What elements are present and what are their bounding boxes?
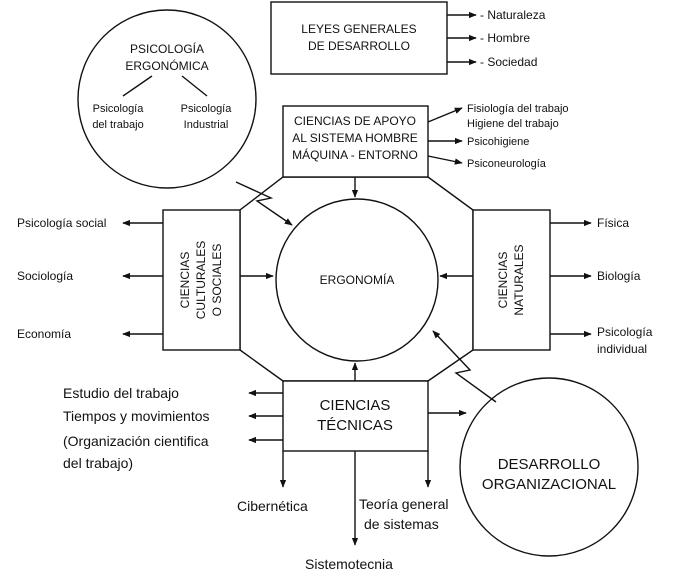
culturales-item-economia: Economía — [17, 327, 71, 341]
tecnicas-item-organizacion: (Organización cientifica — [63, 433, 209, 449]
leyes-item-hombre: - Hombre — [480, 31, 530, 45]
culturales-item-psicologia-social: Psicología social — [17, 216, 106, 230]
tecnicas-item-de-sistemas: de sistemas — [364, 516, 439, 532]
psico-left-line2: del trabajo — [92, 119, 143, 131]
ciencias-apoyo-box — [282, 105, 429, 178]
psico-left-line1: Psicología — [93, 103, 145, 115]
tecnicas-item-sistemotecnia: Sistemotecnia — [305, 556, 393, 572]
naturales-item-biologia: Biología — [597, 269, 641, 283]
ergonomia-circle — [275, 198, 439, 362]
ciencias-tecnicas-group: CIENCIAS TÉCNICAS Estudio del trabajo Ti… — [63, 380, 467, 572]
tecnicas-line1: CIENCIAS — [320, 397, 391, 414]
leyes-item-sociedad: - Sociedad — [480, 55, 537, 69]
ergonomia-group: ERGONOMÍA — [275, 198, 439, 362]
naturales-item-individual: individual — [597, 342, 647, 356]
psico-title-line2: ERGONÓMICA — [125, 58, 208, 73]
ciencias-culturales-box — [162, 209, 241, 351]
apoyo-item-fisiologia: Fisiología del trabajo — [467, 103, 569, 115]
apoyo-item-psiconeurologia: Psiconeurología — [467, 158, 547, 170]
ciencias-tecnicas-box — [282, 380, 429, 452]
culturales-line3: O SOCIALES — [210, 244, 224, 317]
culturales-line2: CULTURALES — [194, 241, 208, 319]
culturales-item-sociologia: Sociología — [17, 269, 73, 283]
ciencias-naturales-box — [472, 209, 551, 351]
apoyo-title-line1: CIENCIAS DE APOYO — [294, 114, 416, 128]
psico-branch-right — [181, 75, 208, 97]
desarrollo-organizacional-group: DESARROLLO ORGANIZACIONAL — [459, 377, 639, 557]
leyes-generales-group: LEYES GENERALES DE DESARROLLO - Naturale… — [270, 1, 546, 75]
desarrollo-organizacional-circle — [459, 377, 639, 557]
ciencias-naturales-group: CIENCIAS NATURALES Física Biología Psico… — [472, 209, 653, 356]
tecnicas-item-teoria-general: Teoría general — [359, 496, 449, 512]
leyes-title-line2: DE DESARROLLO — [308, 39, 410, 53]
arrow-apoyo-3 — [427, 155, 463, 165]
desarrollo-line2: ORGANIZACIONAL — [482, 476, 616, 493]
leyes-generales-box — [270, 1, 448, 75]
arrow-apoyo-1 — [427, 107, 463, 123]
apoyo-item-psicohigiene: Psicohigiene — [467, 136, 529, 148]
naturales-item-fisica: Física — [597, 216, 629, 230]
apoyo-item-higiene: Higiene del trabajo — [467, 118, 559, 130]
psicologia-ergonomica-circle — [77, 9, 257, 189]
psico-right-line1: Psicología — [181, 103, 233, 115]
tecnicas-line2: TÉCNICAS — [317, 417, 393, 434]
psico-right-line2: Industrial — [184, 119, 229, 131]
desarrollo-line1: DESARROLLO — [498, 456, 601, 473]
apoyo-title-line2: AL SISTEMA HOMBRE — [292, 131, 418, 145]
ergonomia-label: ERGONOMÍA — [320, 272, 395, 287]
naturales-line2: NATURALES — [512, 244, 526, 315]
zigzag-arrow-desarrollo — [432, 330, 497, 403]
psicologia-ergonomica-group: PSICOLOGÍA ERGONÓMICA Psicología del tra… — [77, 9, 257, 189]
naturales-line1: CIENCIAS — [496, 252, 510, 309]
tecnicas-item-cibernetica: Cibernética — [237, 498, 308, 514]
ciencias-culturales-group: CIENCIAS CULTURALES O SOCIALES Psicologí… — [17, 209, 241, 351]
apoyo-title-line3: MÁQUINA - ENTORNO — [292, 147, 418, 162]
ciencias-apoyo-group: CIENCIAS DE APOYO AL SISTEMA HOMBRE MÁQU… — [282, 103, 569, 178]
psico-branch-left — [122, 75, 153, 97]
leyes-title-line1: LEYES GENERALES — [301, 22, 416, 36]
zigzag-arrow-psicologia — [235, 181, 293, 226]
tecnicas-item-del-trabajo: del trabajo) — [63, 455, 133, 471]
tecnicas-item-estudio: Estudio del trabajo — [63, 385, 179, 401]
culturales-line1: CIENCIAS — [178, 252, 192, 309]
naturales-item-psicologia: Psicología — [597, 325, 653, 339]
leyes-item-naturaleza: - Naturaleza — [480, 8, 546, 22]
tecnicas-item-tiempos: Tiempos y movimientos — [63, 408, 210, 424]
psico-title-line1: PSICOLOGÍA — [130, 41, 204, 56]
